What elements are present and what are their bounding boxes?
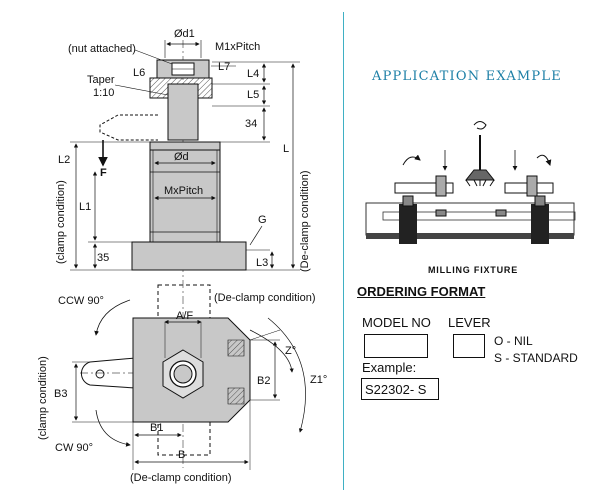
side-view [70, 40, 300, 280]
label-b3: B3 [54, 388, 67, 400]
label-g: G [258, 214, 267, 226]
application-title: APPLICATION EXAMPLE [372, 69, 562, 84]
column-divider [343, 12, 344, 490]
label-clamp-condition-side: (clamp condition) [55, 180, 67, 264]
label-l2: L2 [58, 154, 70, 166]
label-d1: Ød1 [174, 28, 195, 40]
label-34: 34 [245, 118, 257, 130]
example-label: Example: [362, 360, 417, 375]
top-view [72, 280, 306, 470]
label-taper-ratio: 1:10 [93, 87, 114, 99]
label-l5: L5 [247, 89, 259, 101]
label-taper: Taper [87, 74, 115, 86]
label-z1: Z1° [310, 374, 327, 386]
label-mxpitch: MxPitch [164, 185, 203, 197]
example-value: S22302- S [361, 378, 439, 400]
label-clamp-condition-top: (clamp condition) [37, 356, 49, 440]
label-l3: L3 [256, 257, 268, 269]
label-d: Ød [174, 151, 189, 163]
label-declamp-bottom: (De-clamp condition) [130, 472, 231, 484]
label-cw: CW 90° [55, 442, 93, 454]
fixture-label: MILLING FIXTURE [428, 265, 518, 275]
label-declamp-condition-side: (De-clamp condition) [299, 171, 311, 272]
model-no-box[interactable] [364, 334, 428, 358]
label-af: A/F [176, 310, 193, 322]
model-no-label: MODEL NO [362, 315, 431, 330]
label-35: 35 [97, 252, 109, 264]
label-l6: L6 [133, 67, 145, 79]
label-b2: B2 [257, 375, 270, 387]
label-ccw: CCW 90° [58, 295, 104, 307]
label-z0: Z° [285, 345, 296, 357]
milling-fixture-sketch [365, 121, 576, 244]
label-b: B [178, 449, 185, 461]
label-declamp-top: (De-clamp condition) [214, 292, 315, 304]
label-force: F [100, 167, 107, 179]
option-standard: S - STANDARD [494, 351, 578, 365]
label-b1: B1 [150, 422, 163, 434]
label-nut-attached: (nut attached) [68, 43, 136, 55]
label-l7: L7 [218, 61, 230, 73]
option-nil: O - NIL [494, 334, 533, 348]
ordering-format-title: ORDERING FORMAT [357, 284, 486, 299]
lever-box[interactable] [453, 334, 485, 358]
label-m1-pitch: M1xPitch [215, 41, 260, 53]
label-l1: L1 [79, 201, 91, 213]
label-l: L [283, 143, 289, 155]
lever-label: LEVER [448, 315, 491, 330]
clamp-body [149, 141, 221, 243]
piston-shaft [167, 83, 199, 141]
base-flange [131, 241, 247, 271]
label-l4: L4 [247, 68, 259, 80]
